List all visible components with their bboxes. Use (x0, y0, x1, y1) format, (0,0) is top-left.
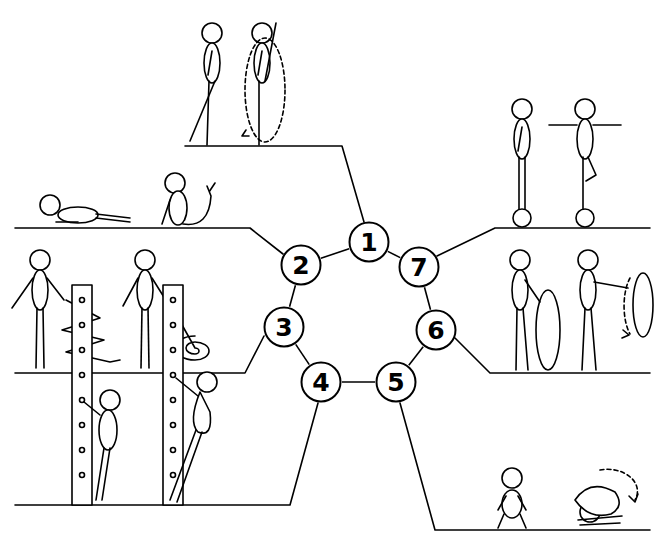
number-circle: 1 (348, 221, 390, 263)
circle-shape (282, 246, 321, 285)
connector-line (342, 381, 375, 383)
circle-number: 7 (410, 255, 427, 280)
connector-line (424, 287, 430, 309)
circle-number: 5 (387, 370, 404, 395)
circle-number: 4 (312, 370, 329, 395)
leader-lines (15, 146, 650, 530)
circle-shape (417, 311, 456, 350)
ring-connector (290, 285, 296, 306)
scene-roll (498, 468, 638, 528)
scene-wall-bars (72, 285, 217, 505)
connector-line (296, 344, 310, 364)
shelf-line (400, 403, 650, 530)
circle-shape (302, 363, 341, 402)
shelf-line (15, 336, 264, 373)
shelf-line (437, 228, 650, 256)
number-circle: 6 (415, 309, 457, 351)
scene-leg-swing (190, 23, 285, 145)
connector-line (290, 285, 296, 306)
scene-hoop (510, 250, 653, 370)
ring-connector (409, 347, 423, 366)
scene-lying (40, 173, 215, 225)
number-circle: 4 (300, 361, 342, 403)
ring-connector (424, 287, 430, 309)
circle-number: 6 (427, 318, 444, 343)
ring-connector (321, 249, 349, 259)
circle-number: 1 (360, 230, 377, 255)
connector-line (409, 347, 423, 366)
shelf-line (185, 146, 364, 222)
ring-connector (342, 382, 375, 383)
ring-connector (296, 344, 310, 364)
circle-shape (377, 363, 416, 402)
number-circle: 7 (398, 246, 440, 288)
number-circle: 3 (263, 306, 305, 348)
circle-number: 2 (292, 253, 309, 278)
ring-connector (388, 251, 400, 257)
circle-number: 3 (275, 315, 292, 340)
number-circle: 5 (375, 361, 417, 403)
scene-balance (512, 99, 621, 227)
circle-shape (265, 308, 304, 347)
circle-shape (350, 223, 389, 262)
circle-shape (400, 248, 439, 287)
connector-line (388, 251, 400, 257)
number-circle: 2 (280, 244, 322, 286)
connector-line (321, 249, 349, 259)
